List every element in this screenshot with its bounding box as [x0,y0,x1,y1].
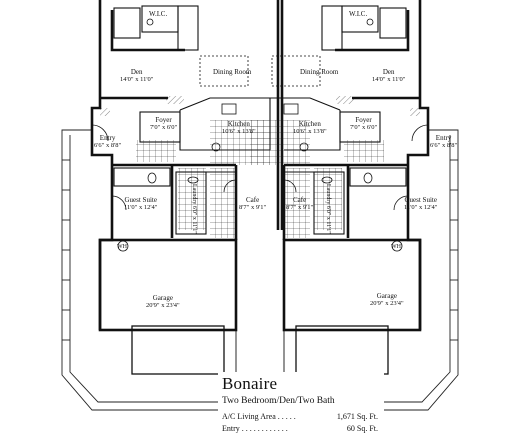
kitchen-right-dim: 10'6" x 13'8" [293,128,327,135]
foyer-right-label: Foyer 7'0" x 6'0" [350,116,377,132]
garage-left-name: Garage [152,294,173,302]
guest-left-dim: 11'0" x 12'4" [124,204,158,211]
kitchen-right-name: Kitchen [298,120,321,128]
guest-left-name: Guest Suite [124,196,157,204]
kitchen-left-label: Kitchen 10'6" x 13'8" [222,120,256,136]
spec-row-entry: Entry . . . . . . . . . . . . 60 Sq. Ft. [222,424,382,433]
den-left-label: Den 14'0" x 11'0" [120,68,153,84]
kitchen-left-name: Kitchen [227,120,250,128]
garage-right-name: Garage [376,292,397,300]
guest-right-dim: 11'0" x 12'4" [404,204,438,211]
spec-leader: . . . . . . . . . . . . [239,424,288,433]
wic-right-label: W.I.C. [349,10,368,18]
guest-left-label: Guest Suite 11'0" x 12'4" [124,196,157,212]
foyer-right-name: Foyer [355,116,372,124]
guest-right-name: Guest Suite [404,196,437,204]
guest-right-label: Guest Suite 11'0" x 12'4" [404,196,437,212]
tile-floors [136,120,384,238]
kitchen-right-label: Kitchen 10'6" x 13'8" [293,120,327,136]
fixtures [91,18,429,252]
foyer-left-name: Foyer [155,116,172,124]
entry-right-dim: 6'6" x 8'8" [430,142,458,149]
den-right-dim: 14'0" x 11'0" [372,76,406,83]
entry-left-name: Entry [99,134,116,142]
den-right-label: Den 14'0" x 11'0" [372,68,405,84]
entry-left-dim: 6'6" x 8'8" [94,142,122,149]
foyer-left-label: Foyer 7'0" x 6'0" [150,116,177,132]
wall-hatching [100,96,420,116]
laundry-left-dim: 6'0" x 11'1" [191,205,197,234]
den-left-name: Den [130,68,143,76]
laundry-right-label: Laundry 6'0" x 11'1" [324,184,332,234]
den-left-dim: 14'0" x 11'0" [120,76,154,83]
water-heater-left-label: WH [117,244,127,250]
spec-leader: . . . . . [275,412,296,421]
laundry-left-label: Laundry 6'0" x 11'1" [190,184,198,234]
plan-subtitle: Two Bedroom/Den/Two Bath [222,396,335,406]
entry-right-name: Entry [435,134,452,142]
cafe-right-label: Cafe 8'7" x 9'1" [286,196,313,212]
foyer-right-dim: 7'0" x 6'0" [350,124,378,131]
spec-label: A/C Living Area [222,412,276,421]
entry-right-label: Entry 6'6" x 8'8" [430,134,457,150]
cafe-left-dim: 8'7" x 9'1" [239,204,267,211]
water-heater-right-label: WH [391,244,401,250]
landscape-outline [61,129,459,411]
spec-value: 60 Sq. Ft. [346,424,378,433]
cafe-right-name: Cafe [292,196,307,204]
laundry-left-name: Laundry [191,184,197,205]
laundry-right-dim: 6'0" x 11'1" [325,205,331,234]
kitchen-left-dim: 10'6" x 13'8" [222,128,256,135]
foyer-left-dim: 7'0" x 6'0" [150,124,178,131]
spec-value: 1,671 Sq. Ft. [336,412,378,421]
cafe-left-label: Cafe 8'7" x 9'1" [239,196,266,212]
garage-left-label: Garage 20'9" x 23'4" [146,294,180,310]
entry-left-label: Entry 6'6" x 8'8" [94,134,121,150]
plan-title: Bonaire [222,374,278,393]
garage-left-dim: 20'9" x 23'4" [146,302,180,309]
garage-right-label: Garage 20'9" x 23'4" [370,292,404,308]
garage-right-dim: 20'9" x 23'4" [370,300,404,307]
dining-right-label: Dining Room [300,68,339,76]
cafe-right-dim: 8'7" x 9'1" [286,204,314,211]
spec-row-living-area: A/C Living Area . . . . . 1,671 Sq. Ft. [222,412,382,421]
spec-label: Entry [222,424,240,433]
cafe-left-name: Cafe [245,196,260,204]
wic-left-label: W.I.C. [149,10,168,18]
laundry-right-name: Laundry [325,184,331,205]
den-right-name: Den [382,68,395,76]
dining-left-label: Dining Room [213,68,252,76]
plan-info-box: Bonaire Two Bedroom/Den/Two Bath A/C Liv… [218,372,384,433]
